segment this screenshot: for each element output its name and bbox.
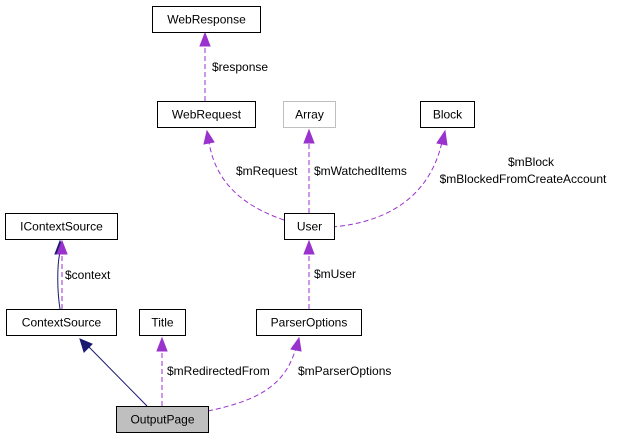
node-label-parseroptions: ParserOptions (271, 316, 348, 330)
edge-label-muser: $mUser (314, 267, 356, 281)
node-label-array: Array (295, 108, 324, 122)
node-label-title: Title (151, 316, 174, 330)
node-label-webresponse: WebResponse (167, 13, 246, 27)
node-label-contextsource: ContextSource (22, 316, 102, 330)
node-title[interactable]: Title (139, 309, 186, 336)
edge-label-response: $response (212, 60, 268, 74)
edge-label-mparseroptions: $mParserOptions (298, 364, 391, 378)
node-label-block: Block (433, 108, 463, 122)
node-user[interactable]: User (284, 213, 335, 240)
node-contextsource[interactable]: ContextSource (6, 309, 117, 336)
edge-label-mrequest: $mRequest (236, 164, 298, 178)
node-label-outputpage: OutputPage (130, 413, 194, 427)
node-label-webrequest: WebRequest (172, 108, 242, 122)
node-label-user: User (297, 220, 322, 234)
node-webrequest[interactable]: WebRequest (157, 101, 256, 128)
edge-context (56, 239, 68, 309)
edge-label-mblockedfromcreateaccount: $mBlockedFromCreateAccount (440, 172, 607, 186)
edge-label-context: $context (65, 268, 111, 282)
edge-mredirectedfrom (156, 336, 168, 406)
edge-label-mredirectedfrom: $mRedirectedFrom (167, 364, 270, 378)
edge-response (199, 31, 211, 101)
edge-label-mwatcheditems: $mWatchedItems (314, 164, 407, 178)
edge-muser (303, 239, 315, 309)
edge-mwatcheditems (303, 128, 315, 213)
edge-label-mblock: $mBlock (508, 155, 555, 169)
node-webresponse[interactable]: WebResponse (152, 6, 261, 33)
edge-mblock (331, 129, 448, 228)
node-label-icontextsource: IContextSource (20, 220, 103, 234)
node-array: Array (283, 101, 336, 128)
edge-inherit-contextsource (79, 338, 148, 407)
node-block[interactable]: Block (420, 101, 475, 128)
node-icontextsource[interactable]: IContextSource (5, 213, 118, 240)
edge-mparseroptions (207, 336, 302, 412)
edge-mrequest (203, 129, 285, 221)
node-parseroptions[interactable]: ParserOptions (256, 309, 362, 336)
node-outputpage[interactable]: OutputPage (116, 406, 209, 433)
